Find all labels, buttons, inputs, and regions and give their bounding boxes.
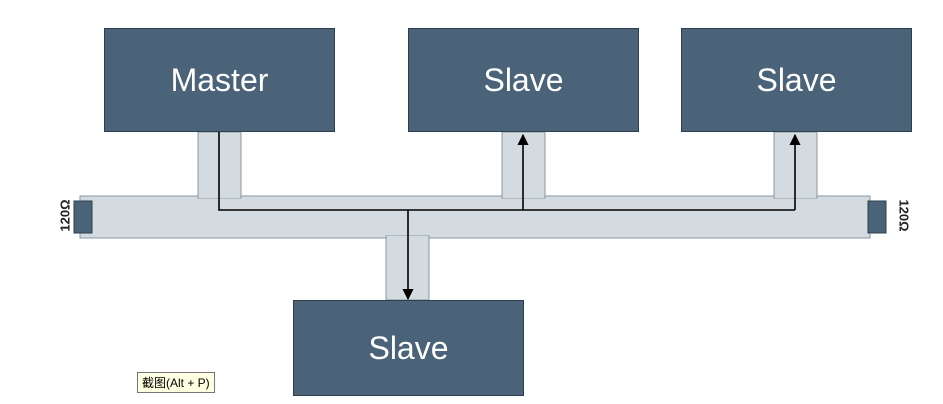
bus-channel (79, 131, 871, 301)
terminator-right-label: 120Ω (896, 199, 912, 232)
terminator-left-label: 120Ω (57, 199, 73, 232)
terminator-right (867, 200, 887, 234)
slave-node-3: Slave (293, 300, 524, 396)
screenshot-tooltip: 截图(Alt + P) (137, 372, 215, 393)
slave-node-1: Slave (408, 28, 639, 132)
master-node: Master (104, 28, 335, 132)
terminator-left (73, 200, 93, 234)
signal-path (218, 132, 801, 301)
slave-node-2: Slave (681, 28, 912, 132)
master-signal-line (218, 132, 795, 211)
main-bus (79, 195, 871, 239)
